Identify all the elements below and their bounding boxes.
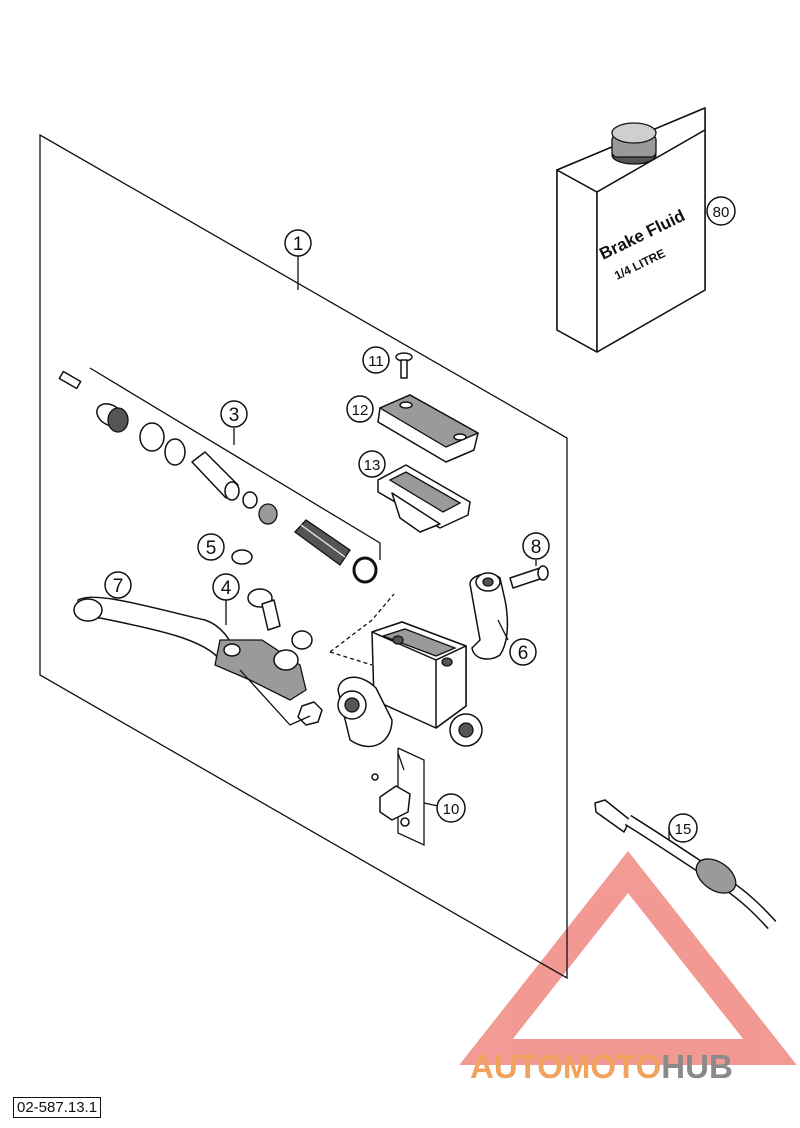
svg-text:8: 8 — [531, 537, 542, 558]
piston — [191, 451, 240, 501]
callout-80: 80 — [706, 196, 736, 226]
reservoir-screw — [395, 352, 413, 379]
piston-seal-b — [164, 438, 186, 466]
piston-washer-a — [242, 491, 258, 509]
callout-7: 7 — [104, 571, 132, 599]
callout-4: 4 — [212, 573, 240, 601]
diagram-id-label: 02-587.13.1 — [13, 1097, 102, 1118]
adjuster-washer — [231, 549, 253, 565]
svg-text:3: 3 — [229, 405, 240, 426]
lever-nut — [297, 701, 323, 726]
svg-text:4: 4 — [221, 578, 232, 599]
pivot-pin — [58, 370, 82, 390]
svg-text:10: 10 — [443, 801, 460, 818]
watermark-logo — [459, 851, 797, 1065]
brake-lever — [73, 596, 313, 701]
callout-12: 12 — [346, 395, 374, 423]
callout-10: 10 — [436, 793, 466, 823]
svg-text:7: 7 — [113, 576, 124, 597]
svg-text:80: 80 — [713, 204, 730, 221]
callout-3: 3 — [220, 400, 248, 428]
callout-8: 8 — [522, 532, 550, 560]
reservoir-diaphragm — [377, 464, 471, 533]
piston-washer-b — [258, 503, 278, 525]
o-ring — [352, 556, 378, 584]
brake-fluid-container: Brake Fluid 1/4 LITRE — [556, 107, 706, 353]
master-cylinder-body — [337, 621, 483, 748]
callout-11: 11 — [362, 346, 390, 374]
callout-13: 13 — [358, 450, 386, 478]
return-spring — [294, 519, 351, 566]
svg-text:12: 12 — [352, 402, 369, 419]
clamp-bolt — [509, 565, 549, 589]
piston-seal-a — [139, 422, 165, 452]
reservoir-cover — [377, 394, 480, 463]
brake-hose — [594, 799, 777, 930]
svg-text:15: 15 — [675, 821, 692, 838]
callout-1: 1 — [284, 229, 312, 257]
watermark-part1: AUTOMOTO — [470, 1048, 661, 1085]
svg-text:1: 1 — [293, 234, 304, 255]
svg-text:11: 11 — [368, 353, 384, 370]
dust-boot — [96, 403, 129, 433]
watermark-text: AUTOMOTOHUB — [470, 1048, 733, 1085]
callout-6: 6 — [509, 638, 537, 666]
svg-text:13: 13 — [364, 457, 381, 474]
watermark-part2: HUB — [661, 1048, 733, 1085]
brake-light-switch — [371, 747, 425, 847]
callout-5: 5 — [197, 533, 225, 561]
handlebar-clamp — [469, 572, 509, 660]
callout-15: 15 — [668, 813, 698, 843]
svg-text:5: 5 — [206, 538, 217, 559]
svg-text:6: 6 — [518, 643, 529, 664]
adjuster-bolt — [247, 588, 281, 631]
kit-boundary — [39, 133, 568, 980]
